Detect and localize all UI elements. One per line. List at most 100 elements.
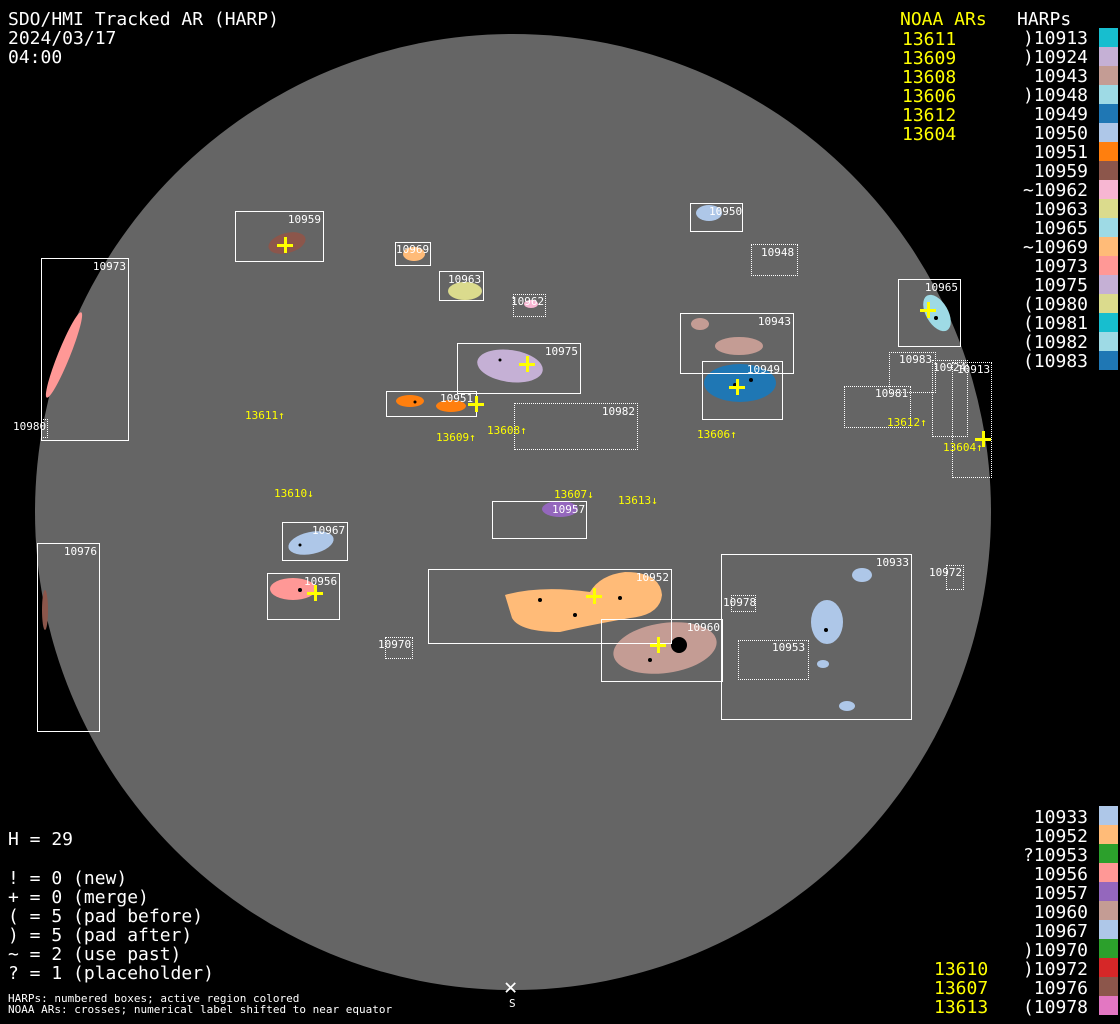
- harp-box[interactable]: 10959: [235, 211, 324, 262]
- harp-box[interactable]: 10976: [37, 543, 100, 732]
- stat-line: ) = 5 (pad after): [8, 925, 193, 946]
- harp-box[interactable]: 10981: [844, 386, 911, 428]
- harp-box[interactable]: 10975: [457, 343, 581, 394]
- harp-color-swatch: [1099, 882, 1118, 901]
- harp-list-item: 10950: [1022, 123, 1088, 144]
- harp-list-item: 10957: [1022, 883, 1088, 904]
- footer-noaa-note: NOAA ARs: crosses; numerical label shift…: [8, 1003, 393, 1016]
- harp-list-item: 10949: [1022, 104, 1088, 125]
- harp-list-item: 10967: [1022, 921, 1088, 942]
- harp-list-item: 10960: [1022, 902, 1088, 923]
- harp-color-swatch: [1099, 332, 1118, 351]
- harp-box[interactable]: 10924: [932, 360, 968, 437]
- harp-color-swatch: [1099, 199, 1118, 218]
- harp-box-label: 10956: [304, 575, 338, 588]
- noaa-item: 13613: [934, 997, 989, 1018]
- harp-box[interactable]: 10962: [511, 294, 546, 317]
- harp-list-item: )10913: [1022, 28, 1088, 49]
- harp-box-label: 10978: [723, 596, 757, 609]
- noaa-item: 13604: [902, 124, 957, 145]
- harp-color-swatch: [1099, 104, 1118, 123]
- harp-list-item: 10973: [1022, 256, 1088, 277]
- harp-list-item: )10970: [1022, 940, 1088, 961]
- harps-heading: HARPs: [1017, 9, 1072, 30]
- harp-box-label: 10963: [448, 273, 482, 286]
- harp-box-label: 10959: [287, 213, 321, 226]
- harp-color-swatch: [1099, 275, 1118, 294]
- harp-list-item: (10980: [1022, 294, 1088, 315]
- harp-box[interactable]: 10963: [439, 271, 484, 301]
- map-title: SDO/HMI Tracked AR (HARP): [8, 9, 279, 30]
- harp-list-item: (10978: [1022, 997, 1088, 1018]
- harp-box[interactable]: 10957: [492, 501, 587, 539]
- noaa-cross-marker: [729, 379, 745, 395]
- noaa-cross-marker: [468, 396, 484, 412]
- harp-box[interactable]: 10980: [13, 419, 48, 438]
- harp-box[interactable]: 10982: [514, 403, 638, 450]
- harp-box[interactable]: 10973: [41, 258, 129, 441]
- harp-color-swatch: [1099, 920, 1118, 939]
- harp-box[interactable]: 10951: [386, 391, 477, 417]
- harp-box-label: 10975: [544, 345, 578, 358]
- noaa-cross-marker: [586, 588, 602, 604]
- harp-color-swatch: [1099, 806, 1118, 825]
- harp-box[interactable]: 10948: [751, 244, 798, 276]
- harp-box[interactable]: 10970: [378, 637, 413, 659]
- harp-box[interactable]: 10933: [721, 554, 912, 720]
- harp-list-item: ~10969: [1022, 237, 1088, 258]
- map-date: 2024/03/17: [8, 28, 117, 49]
- harp-box[interactable]: 10965: [898, 279, 961, 347]
- harp-box[interactable]: 10956: [267, 573, 340, 620]
- harp-box[interactable]: 10972: [929, 565, 964, 590]
- harp-color-swatch: [1099, 901, 1118, 920]
- harp-box[interactable]: 10978: [723, 595, 756, 612]
- harp-color-swatch: [1099, 825, 1118, 844]
- harp-color-swatch: [1099, 844, 1118, 863]
- harp-box-label: 10965: [924, 281, 958, 294]
- harp-color-swatch: [1099, 977, 1118, 996]
- noaa-label: 13611↑: [245, 409, 285, 422]
- harp-color-swatch: [1099, 85, 1118, 104]
- harp-list-item: )10948: [1022, 85, 1088, 106]
- harp-box[interactable]: 10950: [690, 203, 743, 232]
- noaa-label: 13606↑: [697, 428, 737, 441]
- harp-box[interactable]: 10943: [680, 313, 794, 374]
- harp-box[interactable]: 10949: [702, 361, 783, 420]
- harp-list-item: (10981: [1022, 313, 1088, 334]
- harp-box[interactable]: 10953: [738, 640, 809, 680]
- harp-list-item: 10976: [1022, 978, 1088, 999]
- harps-list-top: )10913)10924 10943)10948 10949 10950 109…: [1023, 29, 1088, 371]
- harp-list-item: )10924: [1022, 47, 1088, 68]
- noaa-label: 13613↓: [618, 494, 658, 507]
- harp-box[interactable]: 10913: [952, 362, 992, 478]
- harp-color-swatch: [1099, 256, 1118, 275]
- harp-box[interactable]: 10967: [282, 522, 348, 561]
- harp-list-item: ~10962: [1022, 180, 1088, 201]
- noaa-cross-marker: [975, 431, 991, 447]
- harp-box-label: 10943: [757, 315, 791, 328]
- noaa-cross-marker: [277, 237, 293, 253]
- harp-box[interactable]: 10969: [395, 242, 431, 266]
- harp-box-label: 10970: [378, 638, 412, 651]
- harp-color-swatch: [1099, 294, 1118, 313]
- harp-color-swatch: [1099, 351, 1118, 370]
- noaa-label: 13610↓: [274, 487, 314, 500]
- harp-box-label: 10983: [899, 353, 933, 366]
- harp-list-item: )10972: [1022, 959, 1088, 980]
- harp-box[interactable]: 10960: [601, 619, 723, 682]
- noaa-label: 13608↑: [487, 424, 527, 437]
- harp-box-label: 10976: [63, 545, 97, 558]
- harp-list-item: 10956: [1022, 864, 1088, 885]
- harp-box-label: 10957: [552, 503, 586, 516]
- harp-color-swatch: [1099, 863, 1118, 882]
- harp-color-swatch: [1099, 28, 1118, 47]
- harp-list-item: (10983: [1022, 351, 1088, 372]
- noaa-item: 13610: [934, 959, 989, 980]
- harp-box-label: 10980: [13, 420, 47, 433]
- harp-box-label: 10952: [635, 571, 669, 584]
- harp-list-item: ?10953: [1022, 845, 1088, 866]
- harp-box[interactable]: 10952: [428, 569, 672, 644]
- harp-color-swatch: [1099, 66, 1118, 85]
- harp-box[interactable]: 10983: [889, 352, 936, 393]
